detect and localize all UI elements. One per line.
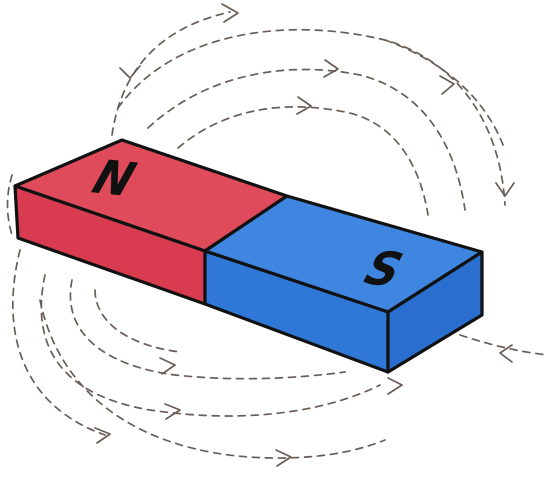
field-line <box>8 175 13 235</box>
field-line <box>112 12 230 135</box>
arrow-icon <box>222 4 238 22</box>
field-line <box>460 335 548 355</box>
arrow-icon <box>297 97 311 114</box>
arrow-icon <box>388 378 402 394</box>
field-line <box>95 290 180 352</box>
arrow-icon <box>496 183 514 196</box>
bar-magnet: N S <box>15 140 482 372</box>
arrow-icon <box>324 60 338 77</box>
arrow-icon <box>160 358 175 374</box>
arrow-icon <box>95 428 110 443</box>
